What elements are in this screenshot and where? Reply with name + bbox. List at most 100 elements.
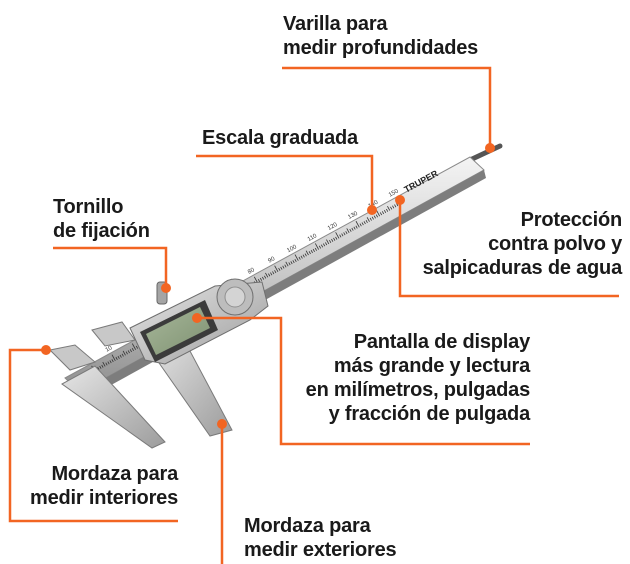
scale-tick	[122, 350, 126, 356]
scale-tick	[135, 345, 139, 349]
scale-tick	[343, 232, 346, 236]
scale-number: 90	[267, 256, 276, 265]
scale-tick	[259, 277, 263, 281]
scale-tick	[253, 276, 259, 284]
scale-tick	[326, 239, 330, 245]
scale-number: 100	[286, 244, 298, 254]
leader-varilla	[282, 66, 492, 148]
scale-tick	[379, 212, 383, 216]
scale-tick	[375, 214, 378, 218]
scale-tick	[335, 236, 338, 240]
leader-pantalla	[197, 316, 530, 446]
scale-tick	[394, 204, 397, 208]
scale-number: 80	[247, 267, 256, 276]
scale-tick	[339, 234, 342, 238]
scale-tick	[310, 250, 313, 254]
scale-tick	[261, 276, 265, 280]
scale-tick	[272, 271, 275, 275]
scale-tick	[274, 270, 277, 274]
scale-tick	[369, 217, 372, 221]
scale-tick	[129, 349, 132, 353]
scale-tick	[331, 238, 334, 242]
scale-tick	[131, 348, 134, 352]
scale-tick	[333, 237, 336, 241]
scale-tick	[125, 351, 128, 355]
scale-tick	[288, 262, 291, 266]
leader-tornillo	[53, 246, 168, 288]
depth-rod	[467, 143, 503, 163]
scale-tick	[366, 217, 370, 222]
scale-tick	[268, 273, 271, 277]
scale-tick	[257, 278, 261, 283]
scale-tick	[305, 250, 309, 256]
scale-tick	[355, 225, 358, 229]
scale-tick	[346, 228, 350, 234]
scale-tick	[392, 205, 395, 209]
scale-tick	[381, 211, 385, 215]
scale-tick	[274, 265, 279, 272]
scale-tick	[109, 360, 112, 364]
leader-interiores	[8, 348, 178, 523]
scale-tick	[353, 226, 356, 230]
label-exteriores: Mordaza para medir exteriores	[244, 515, 397, 561]
leader-proteccion	[398, 200, 619, 298]
scale-number: 130	[347, 211, 359, 221]
scale-tick	[302, 254, 305, 258]
scale-tick	[99, 365, 102, 369]
scale-tick	[285, 261, 289, 267]
scale-tick	[131, 343, 137, 350]
scale-number: 150	[388, 188, 400, 198]
scale-tick	[282, 265, 285, 269]
scale-tick	[270, 272, 273, 276]
scale-tick	[294, 254, 299, 261]
scale-tick	[363, 221, 366, 225]
label-proteccion: Protección contra polvo y salpicaduras d…	[422, 209, 623, 279]
scale-tick	[101, 364, 104, 368]
scale-tick	[383, 209, 387, 213]
scale-tick	[371, 216, 374, 220]
scale-tick	[329, 240, 332, 244]
scale-number: 10	[105, 345, 114, 354]
scale-tick	[121, 353, 124, 357]
scale-number: 120	[327, 222, 339, 232]
scale-tick	[373, 215, 376, 219]
scale-tick	[290, 261, 293, 265]
label-escala: Escala graduada	[202, 127, 358, 149]
scale-tick	[292, 260, 295, 264]
scale-number: 140	[368, 199, 380, 209]
scale-tick	[102, 361, 106, 367]
scale-tick	[314, 243, 320, 250]
scale-tick	[365, 219, 368, 224]
scale-tick	[361, 222, 364, 226]
label-pantalla: Pantalla de display más grande y lectura…	[305, 331, 531, 425]
label-interiores: Mordaza para medir interiores	[30, 463, 178, 509]
scale-tick	[304, 253, 307, 257]
scale-tick	[322, 243, 326, 247]
scale-tick	[265, 272, 269, 278]
label-varilla: Varilla para medir profundidades	[283, 13, 479, 59]
scale-tick	[355, 220, 360, 228]
scale-tick	[111, 359, 114, 363]
scale-tick	[294, 258, 297, 262]
scale-tick	[341, 233, 344, 237]
scale-tick	[387, 205, 391, 211]
scale-tick	[396, 203, 399, 207]
scale-tick	[117, 355, 120, 359]
inside-jaw	[48, 321, 136, 371]
scale-tick	[335, 232, 340, 239]
label-tornillo: Tornillo de fijación	[53, 196, 150, 242]
scale-tick	[318, 245, 322, 249]
scale-tick	[111, 354, 116, 362]
scale-tick	[314, 247, 317, 251]
scale-tick	[325, 242, 328, 246]
scale-tick	[308, 251, 311, 255]
scale-tick	[97, 366, 100, 370]
scale-tick	[115, 356, 118, 360]
scale-tick	[386, 208, 389, 212]
scale-tick	[312, 248, 315, 252]
scale-number: 110	[307, 233, 319, 243]
scale-tick	[359, 223, 362, 227]
scale-tick	[119, 354, 122, 358]
scale-tick	[345, 231, 348, 235]
